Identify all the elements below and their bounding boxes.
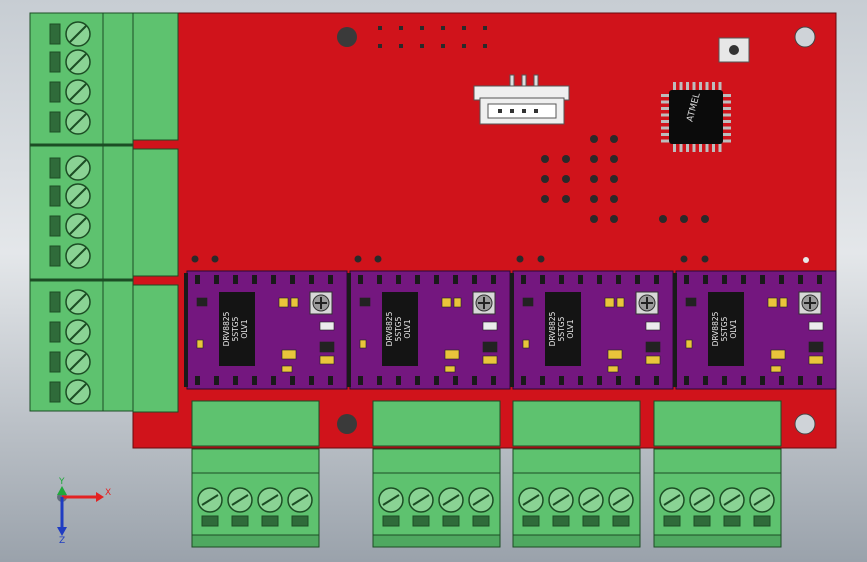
screw-icon <box>227 487 253 513</box>
bottom-terminal-block-2 <box>372 400 501 548</box>
pad <box>420 26 424 30</box>
screw-icon <box>257 487 283 513</box>
via <box>590 175 598 183</box>
screw-icon <box>65 379 91 405</box>
screw-icon <box>65 79 91 105</box>
mounting-hole <box>794 26 816 48</box>
screw-icon <box>548 487 574 513</box>
via <box>590 135 598 143</box>
screw-icon <box>65 109 91 135</box>
jst-connector <box>473 74 570 125</box>
screw-icon <box>65 319 91 345</box>
potentiometer-icon[interactable] <box>309 291 333 315</box>
via <box>610 155 618 163</box>
via <box>610 135 618 143</box>
screw-icon <box>287 487 313 513</box>
axis-x-label: X <box>105 488 111 498</box>
pad <box>462 26 466 30</box>
via-grid <box>541 135 709 223</box>
screw-icon <box>65 49 91 75</box>
stepper-drivers: DRV88255STG5OLV1 DRV88255STG5OLV1 DRV88255… <box>184 270 837 390</box>
via <box>590 155 598 163</box>
screw-icon <box>65 213 91 239</box>
via <box>562 155 570 163</box>
via <box>680 215 688 223</box>
screw-icon <box>578 487 604 513</box>
via <box>659 215 667 223</box>
pad <box>378 44 382 48</box>
reset-button[interactable] <box>718 37 750 63</box>
header-pads <box>378 26 487 48</box>
stepper-driver-1: DRV88255STG5OLV1 <box>184 270 348 390</box>
via <box>610 215 618 223</box>
pad <box>399 26 403 30</box>
screw-icon <box>468 487 494 513</box>
screw-icon <box>197 487 223 513</box>
pad <box>483 44 487 48</box>
pad <box>441 44 445 48</box>
pad <box>483 26 487 30</box>
pad <box>420 44 424 48</box>
screw-icon <box>659 487 685 513</box>
via <box>541 175 549 183</box>
potentiometer-icon[interactable] <box>472 291 496 315</box>
potentiometer-icon[interactable] <box>798 291 822 315</box>
via <box>610 175 618 183</box>
screw-icon <box>408 487 434 513</box>
pad <box>378 26 382 30</box>
stepper-driver-4: DRV88255STG5OLV1 <box>673 270 837 390</box>
screw-icon <box>518 487 544 513</box>
screw-icon <box>749 487 775 513</box>
stepper-driver-2: DRV88255STG5OLV1 <box>347 270 511 390</box>
pad <box>441 26 445 30</box>
screw-icon <box>65 349 91 375</box>
via <box>701 215 709 223</box>
via <box>562 195 570 203</box>
mounting-hole <box>337 414 357 434</box>
left-terminal-column <box>29 12 179 413</box>
driver-header-pads <box>191 255 809 263</box>
screw-icon <box>65 21 91 47</box>
screw-icon <box>719 487 745 513</box>
screw-icon <box>608 487 634 513</box>
bottom-terminal-block-4 <box>653 400 782 548</box>
axis-z-label: Z <box>59 536 65 546</box>
screw-icon <box>65 155 91 181</box>
screw-icon <box>65 243 91 269</box>
axis-y-label: Y <box>58 477 65 487</box>
via <box>610 195 618 203</box>
pad <box>399 44 403 48</box>
via <box>562 175 570 183</box>
mounting-hole <box>337 27 357 47</box>
screw-icon <box>438 487 464 513</box>
driver-chip-label: DRV88255STG5OLV1 <box>548 311 575 346</box>
bottom-terminal-block-3 <box>512 400 641 548</box>
mcu-chip: ATMEL <box>661 82 731 152</box>
mounting-hole <box>794 413 816 435</box>
driver-chip-label: DRV88255STG5OLV1 <box>222 311 249 346</box>
stepper-driver-3: DRV88255STG5OLV1 <box>510 270 674 390</box>
screw-icon <box>689 487 715 513</box>
screw-icon <box>65 289 91 315</box>
via <box>541 195 549 203</box>
bottom-terminals <box>191 400 782 548</box>
via <box>590 215 598 223</box>
potentiometer-icon[interactable] <box>635 291 659 315</box>
driver-chip-label: DRV88255STG5OLV1 <box>385 311 412 346</box>
bottom-terminal-block-1 <box>191 400 320 548</box>
via <box>541 155 549 163</box>
axis-triad: X Y Z <box>57 477 111 546</box>
screw-icon <box>378 487 404 513</box>
pad <box>462 44 466 48</box>
screw-icon <box>65 183 91 209</box>
via <box>590 195 598 203</box>
driver-chip-label: DRV88255STG5OLV1 <box>711 311 738 346</box>
